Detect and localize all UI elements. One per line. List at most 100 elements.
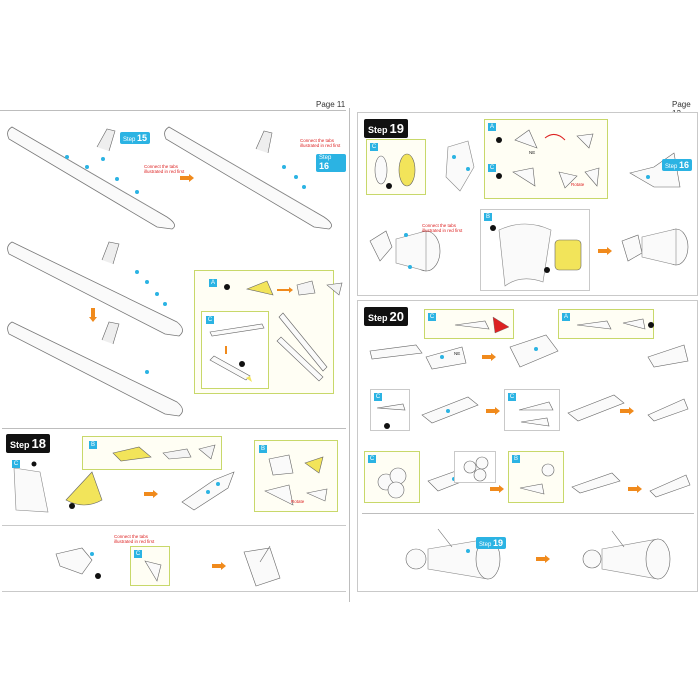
rotate-note-19: Rotate: [571, 182, 585, 187]
detail-panel-c-20a: C: [424, 309, 514, 339]
part-20-b-diagram: [519, 463, 555, 495]
steps-15-16-panel: Step 15 Connect the tabs illustrated in …: [2, 112, 346, 424]
final-assembly-after: [582, 530, 671, 580]
rotate-note: Rotate: [291, 499, 305, 504]
label-a: A: [562, 313, 570, 321]
part-20-row2-a: [421, 396, 479, 424]
detail-panel-ab-19: A C NE Rotate: [484, 119, 608, 199]
label-c: C: [368, 455, 376, 463]
label-c: C: [374, 393, 382, 401]
label-b: B: [484, 213, 492, 221]
label-c: C: [206, 316, 214, 324]
part-20-row1-c: [509, 334, 559, 368]
submarine-hull-view-2: [164, 126, 332, 230]
part-a-diagram: [224, 280, 343, 296]
instruction-note-3: Connect the tabs illustrated in red firs…: [114, 534, 155, 544]
part-20-row1-d: [647, 344, 689, 368]
detail-panel-a-20: A: [558, 309, 654, 339]
arrow-icon: [628, 485, 642, 493]
arrow-icon: [180, 174, 194, 182]
part-c-assembled: [276, 312, 328, 382]
step-ref-16-right: Step 16: [662, 159, 693, 171]
part-20-row2-b: [567, 394, 625, 422]
part-20-row2-c: [647, 398, 689, 422]
arrow-icon: [536, 555, 550, 563]
detail-panel-b-20: B: [508, 451, 564, 503]
arrow-icon: [212, 562, 226, 570]
instruction-note-4: Connect the tabs illustrated in red firs…: [422, 223, 463, 233]
part-20-c2: [376, 403, 406, 429]
detail-panel-c-19: C: [366, 139, 426, 195]
label-c: C: [370, 143, 378, 151]
part-18-cone: [65, 471, 103, 509]
arrow-icon: [144, 490, 158, 498]
part-18-c-diagram: [13, 461, 49, 513]
label-a: A: [488, 123, 496, 131]
part-19-c2-diagram: [496, 167, 600, 189]
step-ref-16: Step 16: [316, 154, 346, 172]
label-c: C: [134, 550, 142, 558]
label-b: B: [89, 441, 97, 449]
part-20-row3-c: [649, 474, 691, 498]
page-number-left: Page 11: [316, 100, 346, 109]
part-c-small: [144, 560, 162, 582]
part-20-c3: [518, 401, 554, 427]
part-19-tail: [629, 152, 681, 188]
part-19-b-diagram: [490, 223, 582, 287]
part-b-diagram: [112, 444, 216, 462]
arrow-icon: [482, 353, 496, 361]
arrow-icon: [598, 247, 612, 255]
label-a: A: [209, 279, 217, 287]
arrow-down-icon: [89, 308, 97, 322]
step-18-bottom-panel: Connect the tabs illustrated in red firs…: [2, 528, 346, 592]
label-c: C: [488, 164, 496, 172]
detail-panel-c-20c: C: [504, 389, 560, 431]
left-section-rule: [2, 428, 346, 429]
step-ref-15: Step 15: [120, 132, 151, 144]
detail-panel-c-20b: C: [370, 389, 410, 431]
label-b: B: [259, 445, 267, 453]
part-20-row1-b: [425, 346, 467, 370]
ne-label: NE: [529, 150, 536, 155]
submarine-hull-view-4: [7, 321, 183, 417]
part-19-frame: [445, 140, 475, 192]
detail-panel-b2-18: B Rotate: [254, 440, 338, 512]
part-b2-diagram: [264, 454, 328, 506]
part-20-propeller: [377, 467, 407, 499]
part-18-fin: [55, 547, 101, 579]
arrow-icon: [620, 407, 634, 415]
page-divider: [349, 108, 350, 602]
label-b: B: [512, 455, 520, 463]
part-19-c-diagram: [374, 153, 416, 189]
part-c-diagram: [209, 323, 265, 382]
detail-panel-a-c: A C: [194, 270, 343, 394]
part-20-c-diagram: [454, 316, 510, 334]
ne-label-20: NE: [454, 351, 461, 356]
arrow-icon: [490, 485, 504, 493]
submarine-hull-view-1: [7, 126, 175, 230]
part-18-tail-assembled: [243, 545, 281, 587]
instruction-note-2: Connect the tabs illustrated in red firs…: [300, 138, 341, 148]
detail-panel-c-20d: C: [364, 451, 420, 503]
label-c: C: [12, 460, 20, 468]
submarine-hull-view-3: [7, 241, 183, 337]
detail-panel-c-18b: C: [130, 546, 170, 586]
part-20-row3-b: [571, 472, 621, 494]
detail-panel-prop-20: [454, 451, 496, 483]
part-20-row1-a: [369, 344, 423, 360]
step-ref-19: Step 19: [476, 537, 507, 549]
step-20-rule: [362, 513, 694, 514]
label-c: C: [428, 313, 436, 321]
detail-panel-b-19: B: [480, 209, 590, 291]
arrow-icon: [486, 407, 500, 415]
detail-panel-b-18: B: [82, 436, 222, 470]
part-18-assembled: [181, 471, 235, 511]
detail-panel-c: C: [201, 311, 269, 389]
part-19-a-diagram: [496, 129, 594, 149]
left-top-rule: [0, 110, 346, 111]
instruction-note-1: Connect the tabs illustrated in red firs…: [144, 164, 185, 174]
